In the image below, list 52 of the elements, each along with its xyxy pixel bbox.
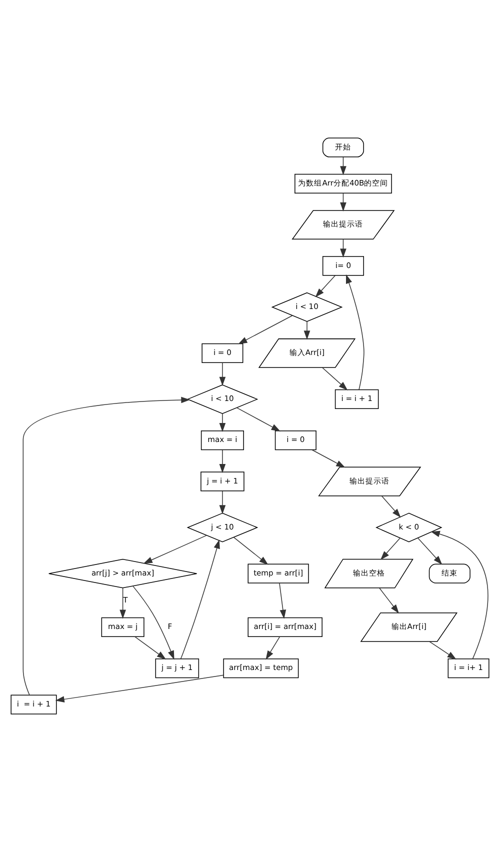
- node-box: arr[i] = arr[max]: [248, 616, 322, 636]
- node-box: j = i + 1: [200, 471, 244, 491]
- arrow: [430, 530, 488, 659]
- arrow: [55, 674, 224, 702]
- arrow: [22, 396, 190, 695]
- node-box: j = j + 1: [155, 658, 200, 678]
- node-box: i = i + 1: [334, 388, 379, 409]
- arrow: [219, 449, 226, 473]
- arrow: [312, 449, 346, 468]
- node-box: max = j: [101, 616, 144, 636]
- node-box: i = i + 1: [10, 694, 57, 714]
- node-box: 结束: [428, 563, 470, 583]
- arrow: [380, 537, 400, 560]
- node-diamond: i < 10: [186, 384, 258, 414]
- node-box: temp = arr[i]: [248, 563, 309, 583]
- arrow: [120, 587, 126, 618]
- node-box: 为数组Arr分配40B的空间: [294, 173, 392, 193]
- arrow: [304, 320, 310, 340]
- node-box: i = 0: [202, 342, 244, 362]
- arrow: [340, 192, 346, 211]
- arrow: [143, 534, 207, 564]
- node-box: max = i: [200, 430, 244, 450]
- arrow: [379, 587, 400, 614]
- edge-label: T: [123, 594, 128, 604]
- arrow: [180, 539, 220, 658]
- arrow: [418, 537, 442, 564]
- arrow: [315, 274, 336, 297]
- node-diamond: arr[j] > arr[max]: [48, 558, 198, 588]
- node-box: i= 0: [322, 256, 364, 276]
- arrow: [279, 582, 286, 618]
- arrow: [429, 640, 456, 659]
- arrow: [340, 238, 346, 258]
- arrow: [236, 406, 280, 431]
- arrow: [340, 156, 346, 175]
- arrow: [134, 636, 166, 659]
- node-diamond: i < 10: [271, 292, 343, 322]
- node-box: i = i+ 1: [448, 658, 490, 678]
- node-diamond: j < 10: [186, 512, 258, 542]
- node-box: i = 0: [274, 430, 316, 450]
- arrow: [238, 314, 293, 344]
- arrow: [322, 366, 348, 390]
- node-box: arr[max] = temp: [223, 658, 299, 678]
- arrow: [346, 274, 364, 390]
- arrow: [219, 412, 226, 432]
- arrow: [381, 494, 401, 518]
- arrow: [266, 636, 280, 660]
- node-box: 开始: [322, 137, 364, 157]
- arrow: [219, 490, 226, 514]
- arrow: [219, 362, 226, 386]
- arrow: [233, 536, 268, 564]
- arrow: [132, 585, 174, 660]
- edge-label: F: [168, 622, 172, 631]
